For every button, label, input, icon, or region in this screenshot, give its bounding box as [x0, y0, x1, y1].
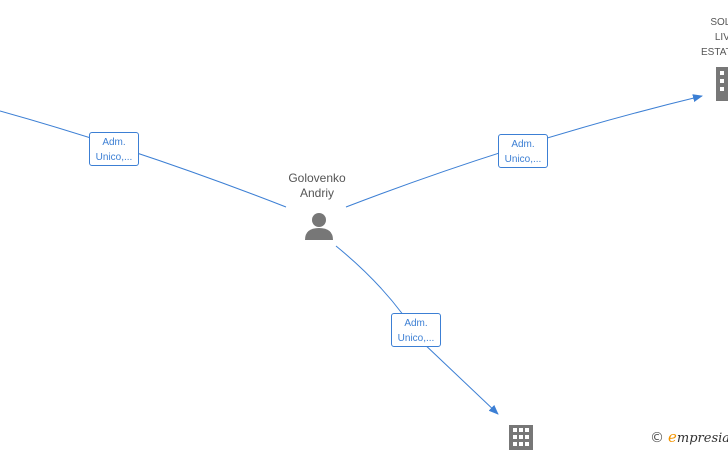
edge-label-detail: Unico,... [504, 154, 542, 165]
empresia-watermark: ©empresia [650, 428, 728, 448]
person-name[interactable]: Golovenko Andriy [276, 171, 358, 201]
edge-label-detail: Unico,... [397, 333, 435, 344]
brand-initial: e [668, 428, 677, 446]
edge-label-left[interactable]: Adm. Unico,... [89, 132, 139, 166]
building-icon[interactable] [714, 67, 728, 101]
copyright-icon: © [650, 430, 664, 446]
edge-label-role: Adm. [102, 137, 126, 148]
edge-label-detail: Unico,... [95, 152, 133, 163]
person-icon[interactable] [303, 211, 335, 241]
edge-label-top-right[interactable]: Adm. Unico,... [498, 134, 548, 168]
edge-label-bottom[interactable]: Adm. Unico,... [391, 313, 441, 347]
person-name-line2: Andriy [299, 186, 334, 200]
company-name-line: SOL [710, 17, 728, 28]
edge-left-line [0, 110, 287, 208]
edge-label-role: Adm. [511, 139, 535, 150]
building-icon[interactable] [509, 425, 533, 450]
company-name-line: ESTAT [701, 47, 728, 58]
company-name-top-right[interactable]: SOL LIV ESTAT [700, 15, 728, 60]
company-name-line: LIV [714, 32, 728, 43]
person-name-line1: Golovenko [288, 171, 346, 185]
brand-name: mpresia [676, 431, 728, 446]
edge-label-role: Adm. [404, 318, 428, 329]
